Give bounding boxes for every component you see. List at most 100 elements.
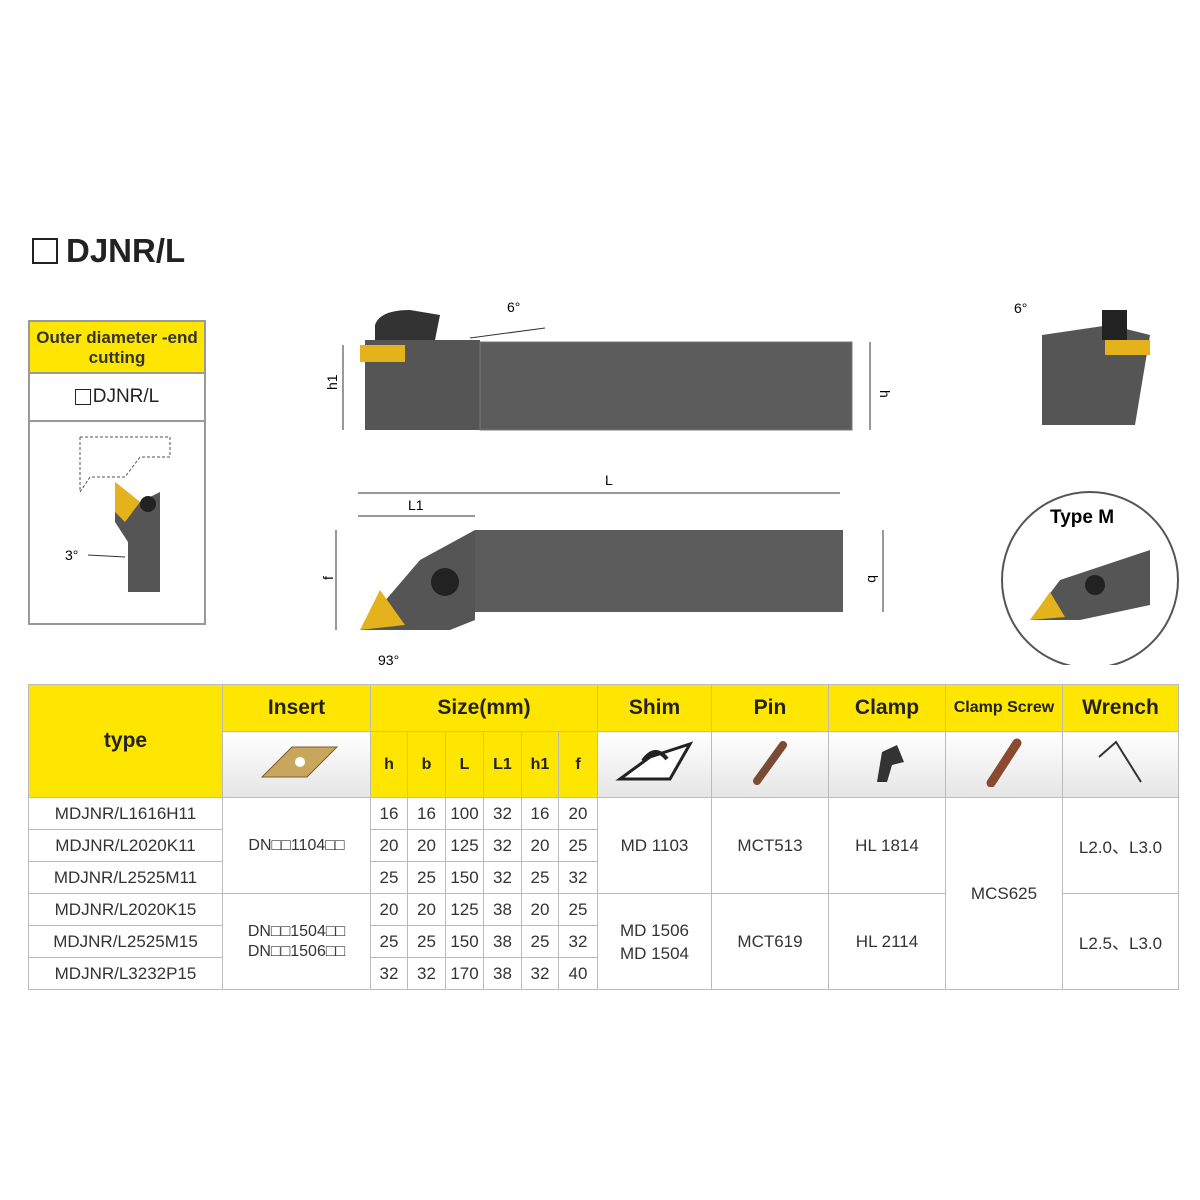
size-col-L: L bbox=[445, 731, 484, 798]
size-cell: 25 bbox=[521, 861, 559, 894]
approach-angle-label: 93° bbox=[378, 652, 399, 668]
size-cell: 20 bbox=[407, 829, 446, 862]
size-cell: 20 bbox=[521, 893, 559, 926]
size-col-L1: L1 bbox=[483, 731, 522, 798]
size-col-f: f bbox=[558, 731, 598, 798]
insert-cell: DN□□1504□□ DN□□1506□□ bbox=[222, 893, 371, 990]
size-cell: 20 bbox=[521, 829, 559, 862]
wrench-cell: L2.5、L3.0 bbox=[1062, 893, 1179, 990]
model-text: DJNR/L bbox=[92, 386, 160, 407]
clamp-screw-icon bbox=[945, 731, 1063, 798]
tool-holder-drawing: 6° h1 h L L1 f b 93° bbox=[320, 299, 893, 668]
shim-cell: MD 1506 MD 1504 bbox=[597, 893, 712, 990]
h-label: h bbox=[877, 390, 893, 398]
size-cell: 32 bbox=[407, 957, 446, 990]
size-cell: 38 bbox=[483, 957, 522, 990]
wrench-cell: L2.0、L3.0 bbox=[1062, 797, 1179, 894]
size-cell: 20 bbox=[370, 893, 408, 926]
size-cell: 32 bbox=[558, 861, 598, 894]
size-cell: 16 bbox=[407, 797, 446, 830]
type-cell: MDJNR/L2525M15 bbox=[28, 925, 223, 958]
b-label: b bbox=[865, 575, 881, 583]
size-cell: 20 bbox=[558, 797, 598, 830]
L1-label: L1 bbox=[408, 497, 424, 513]
type-m-label: Type M bbox=[1050, 507, 1114, 528]
size-cell: 25 bbox=[370, 925, 408, 958]
clamp-cell: HL 2114 bbox=[828, 893, 946, 990]
application-box: Outer diameter -end cutting DJNR/L 3° bbox=[28, 320, 206, 625]
size-cell: 32 bbox=[483, 797, 522, 830]
type-cell: MDJNR/L2525M11 bbox=[28, 861, 223, 894]
insert-cell: DN□□1104□□ bbox=[222, 797, 371, 894]
header-wrench: Wrench bbox=[1062, 684, 1179, 732]
size-cell: 38 bbox=[483, 893, 522, 926]
spec-table: type Insert Size(mm) Shim Pin Clamp Clam… bbox=[28, 684, 1179, 990]
size-cell: 32 bbox=[483, 861, 522, 894]
size-cell: 25 bbox=[558, 829, 598, 862]
pin-cell: MCT619 bbox=[711, 893, 829, 990]
size-cell: 20 bbox=[370, 829, 408, 862]
size-cell: 32 bbox=[483, 829, 522, 862]
checkbox-square-icon bbox=[32, 238, 58, 264]
shim-icon bbox=[597, 731, 712, 798]
size-cell: 32 bbox=[558, 925, 598, 958]
f-label: f bbox=[320, 576, 336, 580]
side-view-drawing: 6° Type M bbox=[1001, 300, 1179, 665]
header-clamp-screw: Clamp Screw bbox=[945, 684, 1063, 732]
wrench-icon bbox=[1062, 731, 1179, 798]
type-cell: MDJNR/L3232P15 bbox=[28, 957, 223, 990]
size-cell: 100 bbox=[445, 797, 484, 830]
title-text: DJNR/L bbox=[66, 232, 186, 269]
application-header: Outer diameter -end cutting bbox=[30, 322, 204, 374]
h1-label: h1 bbox=[324, 374, 340, 390]
L-label: L bbox=[605, 472, 613, 488]
shim-cell: MD 1103 bbox=[597, 797, 712, 894]
square-icon bbox=[74, 389, 91, 405]
header-clamp: Clamp bbox=[828, 684, 946, 732]
size-cell: 25 bbox=[370, 861, 408, 894]
size-cell: 170 bbox=[445, 957, 484, 990]
header-shim: Shim bbox=[597, 684, 712, 732]
page-title: DJNR/L bbox=[32, 232, 185, 270]
clamp-cell: HL 1814 bbox=[828, 797, 946, 894]
size-cell: 25 bbox=[558, 893, 598, 926]
size-cell: 125 bbox=[445, 829, 484, 862]
size-cell: 20 bbox=[407, 893, 446, 926]
header-size: Size(mm) bbox=[370, 684, 598, 732]
pin-icon bbox=[711, 731, 829, 798]
header-type: type bbox=[28, 684, 223, 798]
size-col-b: b bbox=[407, 731, 446, 798]
type-cell: MDJNR/L2020K11 bbox=[28, 829, 223, 862]
size-cell: 25 bbox=[521, 925, 559, 958]
header-pin: Pin bbox=[711, 684, 829, 732]
size-cell: 25 bbox=[407, 861, 446, 894]
angle-top-label: 6° bbox=[507, 299, 520, 315]
angle-label: 3° bbox=[65, 547, 78, 563]
size-cell: 38 bbox=[483, 925, 522, 958]
size-col-h: h bbox=[370, 731, 408, 798]
size-cell: 16 bbox=[370, 797, 408, 830]
size-cell: 40 bbox=[558, 957, 598, 990]
pin-cell: MCT513 bbox=[711, 797, 829, 894]
angle-side-label: 6° bbox=[1014, 300, 1027, 316]
size-cell: 25 bbox=[407, 925, 446, 958]
clamp-icon bbox=[828, 731, 946, 798]
type-cell: MDJNR/L1616H11 bbox=[28, 797, 223, 830]
size-cell: 16 bbox=[521, 797, 559, 830]
header-insert: Insert bbox=[222, 684, 371, 732]
size-cell: 32 bbox=[370, 957, 408, 990]
cutting-diagram: 3° bbox=[65, 436, 171, 592]
size-col-h1: h1 bbox=[521, 731, 559, 798]
size-cell: 32 bbox=[521, 957, 559, 990]
insert-icon bbox=[222, 731, 371, 798]
application-model: DJNR/L bbox=[30, 374, 204, 422]
size-cell: 150 bbox=[445, 861, 484, 894]
clamp-screw-cell: MCS625 bbox=[945, 797, 1063, 990]
size-cell: 150 bbox=[445, 925, 484, 958]
size-cell: 125 bbox=[445, 893, 484, 926]
type-cell: MDJNR/L2020K15 bbox=[28, 893, 223, 926]
